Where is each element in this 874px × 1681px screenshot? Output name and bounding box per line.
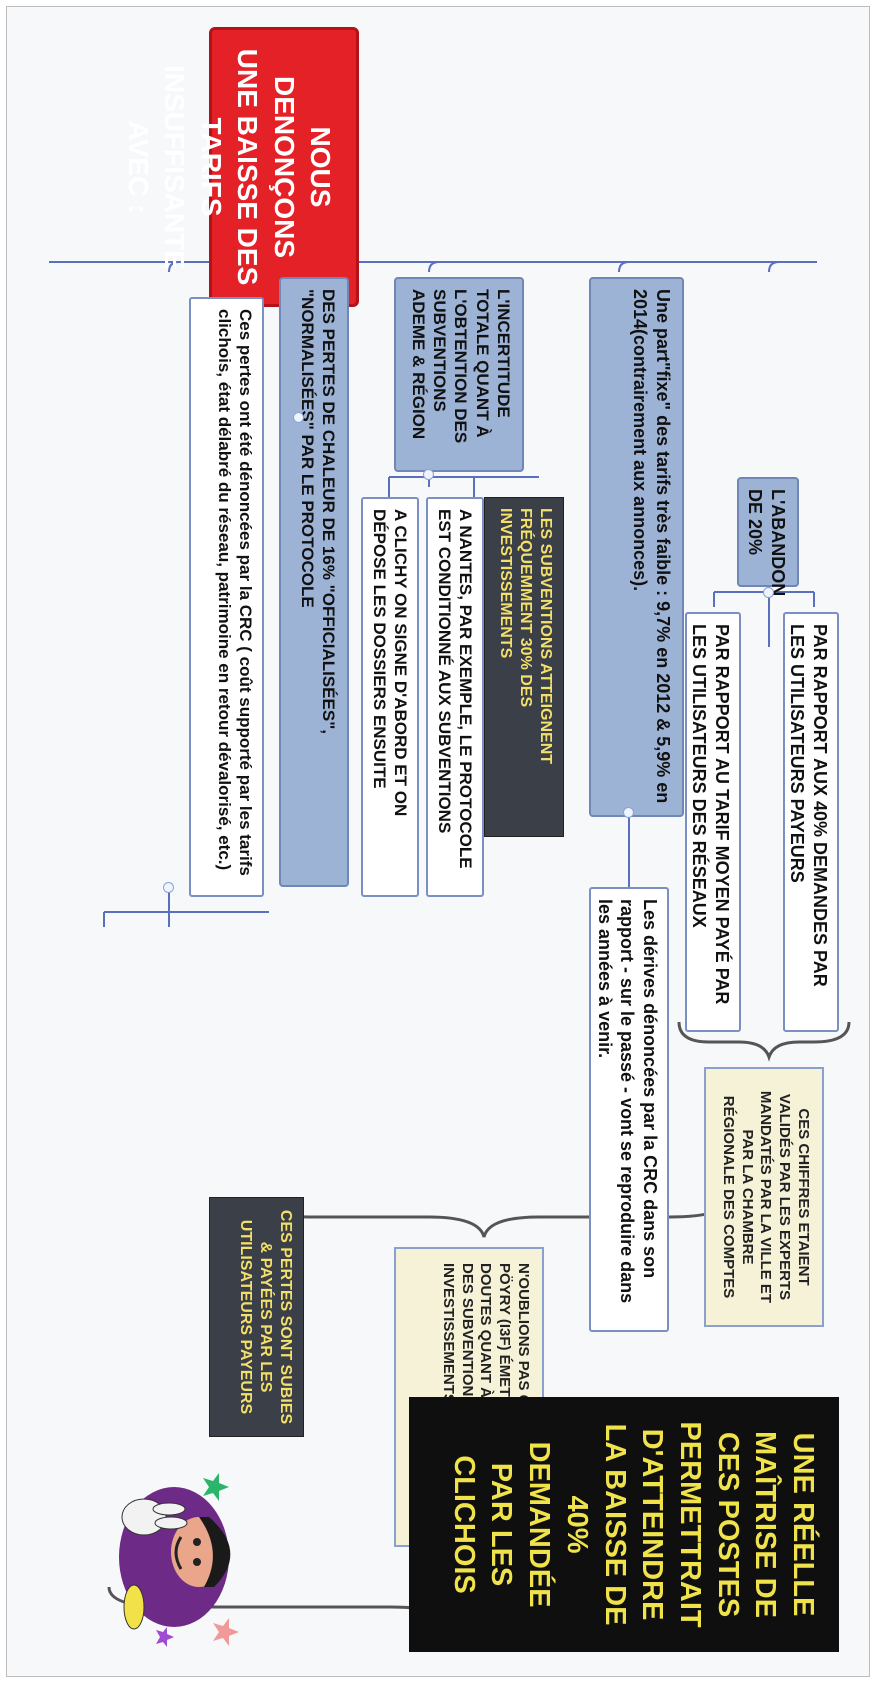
mind-map-frame: NOUS DENONÇONS UNE BAISSE DES TARIFS INS…: [6, 6, 870, 1677]
connector-dot: [423, 469, 434, 480]
note-chiffres-valides: CES CHIFFRES ETAIENT VALIDÉS PAR LES EXP…: [704, 1067, 824, 1327]
root-node: NOUS DENONÇONS UNE BAISSE DES TARIFS INS…: [123, 27, 359, 307]
note-pertes-subies: CES PERTES SONT SUBIES & PAYÉES PAR LES …: [209, 1197, 304, 1437]
branch-incertitude: L'INCERTITUDE TOTALE QUANT À L'OBTENTION…: [394, 277, 524, 472]
magician-with-rabbit-icon: [119, 1473, 239, 1647]
branch-pertes: DES PERTES DE CHALEUR DE 16% "OFFICIALIS…: [279, 277, 349, 887]
branch-abandon: L'ABANDON DE 20%: [737, 477, 799, 596]
branch-abandon-child-1: PAR RAPPORT AUX 40% DEMANDES PAR LES UTI…: [783, 612, 839, 1032]
connector-dot: [163, 882, 174, 893]
connector-dot: [763, 587, 774, 598]
branch-incertitude-child-2: A CLICHY ON SIGNE D'ABORD ET ON DÉPOSE L…: [361, 497, 419, 897]
mind-map-canvas: NOUS DENONÇONS UNE BAISSE DES TARIFS INS…: [7, 7, 869, 1676]
branch-incertitude-child-1: A NANTES, PAR EXEMPLE, LE PROTOCOLE EST …: [426, 497, 484, 897]
highlight-subventions: LES SUBVENTIONS ATTEIGNENT FRÉQUEMMENT 3…: [484, 497, 564, 837]
connector-dot: [293, 412, 304, 423]
branch-part-fixe: Une part"fixe" des tarifs très faible : …: [589, 277, 684, 817]
connector-dot: [623, 807, 634, 818]
branch-pertes-child: Ces pertes ont été dénoncées par la CRC …: [189, 297, 264, 897]
conclusion-box: UNE RÉELLE MAÎTRISE DE CES POSTES PERMET…: [409, 1397, 839, 1652]
branch-part-fixe-child: Les dérives dénoncées par la CRC dans so…: [589, 887, 669, 1332]
branch-abandon-child-2: PAR RAPPORT AU TARIF MOYEN PAYÉ PAR LES …: [667, 612, 741, 1032]
